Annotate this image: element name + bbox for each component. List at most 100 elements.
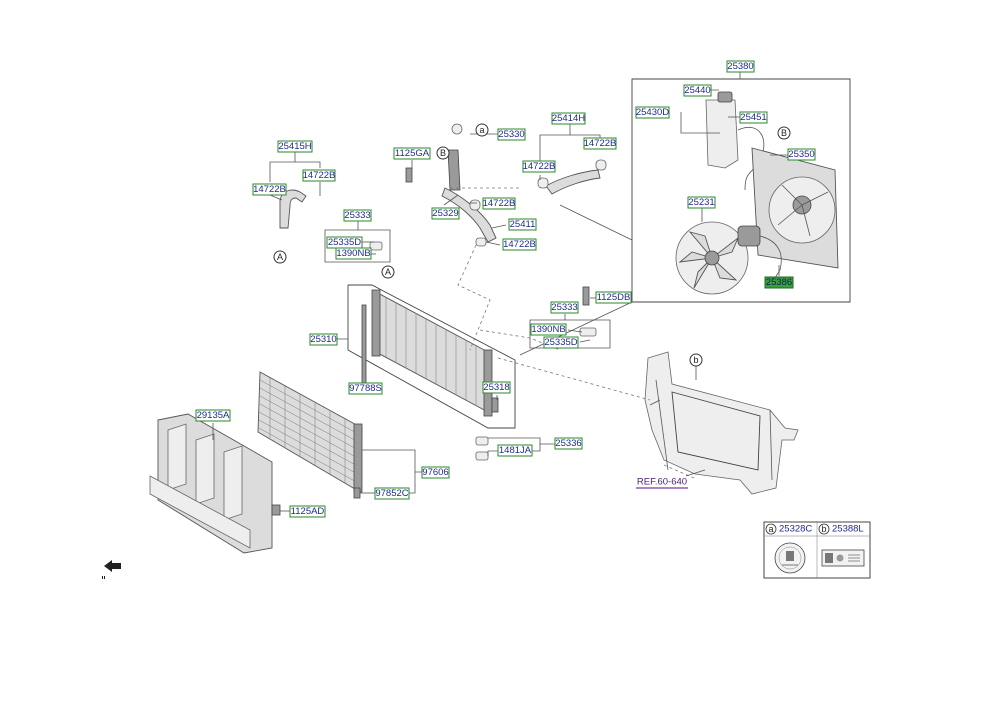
callout-b-carrier[interactable]: b (689, 353, 703, 367)
part-label-1390nb-upper[interactable]: 1390NB (335, 247, 372, 260)
svg-text:25333: 25333 (551, 302, 577, 313)
part-label-97606[interactable]: 97606 (421, 466, 450, 479)
part-label-25451[interactable]: 25451 (739, 111, 768, 124)
air-guard-drawing (149, 413, 273, 554)
radiator-drawing (361, 289, 493, 417)
part-label-25440[interactable]: 25440 (683, 84, 712, 97)
part-label-25318[interactable]: 25318 (482, 381, 511, 394)
svg-text:25335D: 25335D (544, 337, 577, 348)
svg-text:25430D: 25430D (636, 107, 669, 118)
legend-col-b[interactable]: b 25388L (818, 524, 864, 535)
svg-text:25380: 25380 (727, 61, 753, 72)
hose-drawings (271, 123, 607, 516)
callout-b-upper[interactable]: B (436, 146, 450, 160)
svg-text:25388L: 25388L (832, 524, 864, 535)
part-label-97852c[interactable]: 97852C (374, 487, 410, 500)
reference-label[interactable]: REF.60-640 (636, 477, 688, 489)
part-label-25310[interactable]: 25310 (309, 333, 338, 346)
svg-text:a: a (479, 125, 484, 135)
part-label-1390nb-lower[interactable]: 1390NB (530, 323, 567, 336)
svg-text:29135A: 29135A (197, 410, 230, 421)
svg-text:1125AD: 1125AD (291, 506, 325, 517)
part-label-25380[interactable]: 25380 (726, 60, 755, 73)
svg-text:14722B: 14722B (523, 161, 556, 172)
svg-text:14722B: 14722B (253, 184, 286, 195)
part-label-25333-upper[interactable]: 25333 (343, 209, 372, 222)
part-label-14722b-mid[interactable]: 14722B (482, 197, 516, 210)
callout-b-fan[interactable]: B (777, 126, 791, 140)
svg-text:25440: 25440 (684, 85, 710, 96)
callout-a-radiator[interactable]: A (381, 265, 395, 279)
part-label-25329[interactable]: 25329 (431, 207, 460, 220)
part-label-1481ja[interactable]: 1481JA (497, 444, 533, 457)
svg-text:25328C: 25328C (779, 524, 812, 535)
part-label-25414h[interactable]: 25414H (551, 112, 586, 125)
warning-label-rect-icon (821, 549, 865, 567)
svg-text:A: A (277, 252, 283, 262)
part-label-25411[interactable]: 25411 (508, 218, 537, 231)
svg-text:25415H: 25415H (278, 141, 311, 152)
svg-text:14722B: 14722B (483, 198, 516, 209)
front-direction-arrow-icon (102, 560, 121, 579)
svg-text:1125DB: 1125DB (597, 292, 631, 303)
svg-text:25231: 25231 (688, 197, 714, 208)
part-label-29135a[interactable]: 29135A (195, 409, 231, 422)
part-label-25386[interactable]: 25386 (764, 276, 794, 289)
part-label-14722b-hose-left[interactable]: 14722B (522, 160, 556, 173)
part-label-14722b-lower[interactable]: 14722B (502, 238, 537, 251)
part-label-25330[interactable]: 25330 (497, 128, 526, 141)
svg-text:25310: 25310 (310, 334, 336, 345)
svg-text:REF.60-640: REF.60-640 (637, 477, 687, 488)
caution-label-round-icon (774, 542, 806, 574)
part-label-25350[interactable]: 25350 (787, 148, 816, 161)
part-label-25335d-lower[interactable]: 25335D (543, 336, 579, 349)
svg-text:14722B: 14722B (303, 170, 336, 181)
part-label-97788s[interactable]: 97788S (348, 382, 383, 395)
carrier-drawing (644, 351, 799, 495)
condenser-drawing (257, 371, 363, 493)
legend-table: a 25328C b 25388L (763, 521, 871, 579)
fan-shroud-drawing (751, 147, 839, 269)
fan-motor-drawing (737, 225, 782, 279)
part-label-1125ga[interactable]: 1125GA (393, 147, 431, 160)
svg-text:97788S: 97788S (349, 383, 382, 394)
svg-text:B: B (781, 128, 787, 138)
fan-blade-drawing (675, 221, 749, 295)
svg-text:1481JA: 1481JA (499, 445, 532, 456)
legend-col-a[interactable]: a 25328C (765, 524, 812, 535)
svg-text:14722B: 14722B (584, 138, 617, 149)
svg-text:a: a (768, 524, 773, 534)
part-label-25333-lower[interactable]: 25333 (550, 301, 579, 314)
svg-text:97606: 97606 (422, 467, 448, 478)
part-label-14722b-hose-right[interactable]: 14722B (583, 137, 617, 150)
svg-text:25330: 25330 (498, 129, 524, 140)
callout-a-hose[interactable]: A (273, 250, 287, 264)
part-label-14722b-upper-right[interactable]: 14722B (302, 169, 336, 182)
part-label-25335d-upper[interactable]: 25335D (326, 236, 363, 249)
part-label-14722b-upper-left[interactable]: 14722B (252, 183, 287, 196)
svg-text:97852C: 97852C (375, 488, 408, 499)
svg-text:25329: 25329 (432, 208, 458, 219)
svg-text:1390NB: 1390NB (336, 248, 370, 259)
svg-text:25350: 25350 (788, 149, 814, 160)
part-label-25336[interactable]: 25336 (554, 437, 583, 450)
leader-lines (212, 72, 788, 512)
svg-text:b: b (693, 355, 698, 365)
callout-a-top[interactable]: a (475, 123, 489, 137)
part-label-25415h[interactable]: 25415H (277, 140, 313, 153)
svg-text:1125GA: 1125GA (395, 148, 430, 159)
svg-text:25333: 25333 (344, 210, 370, 221)
svg-text:25414H: 25414H (552, 113, 585, 124)
svg-text:25451: 25451 (740, 112, 766, 123)
part-label-1125ad[interactable]: 1125AD (289, 505, 326, 518)
svg-text:25386: 25386 (766, 277, 792, 288)
part-label-1125db[interactable]: 1125DB (595, 291, 632, 304)
part-label-25430d[interactable]: 25430D (635, 106, 670, 119)
svg-text:25335D: 25335D (328, 237, 361, 248)
svg-text:25318: 25318 (483, 382, 509, 393)
svg-text:25336: 25336 (555, 438, 581, 449)
part-label-25231[interactable]: 25231 (687, 196, 716, 209)
svg-text:14722B: 14722B (503, 239, 536, 250)
radiator-outline (347, 284, 516, 429)
